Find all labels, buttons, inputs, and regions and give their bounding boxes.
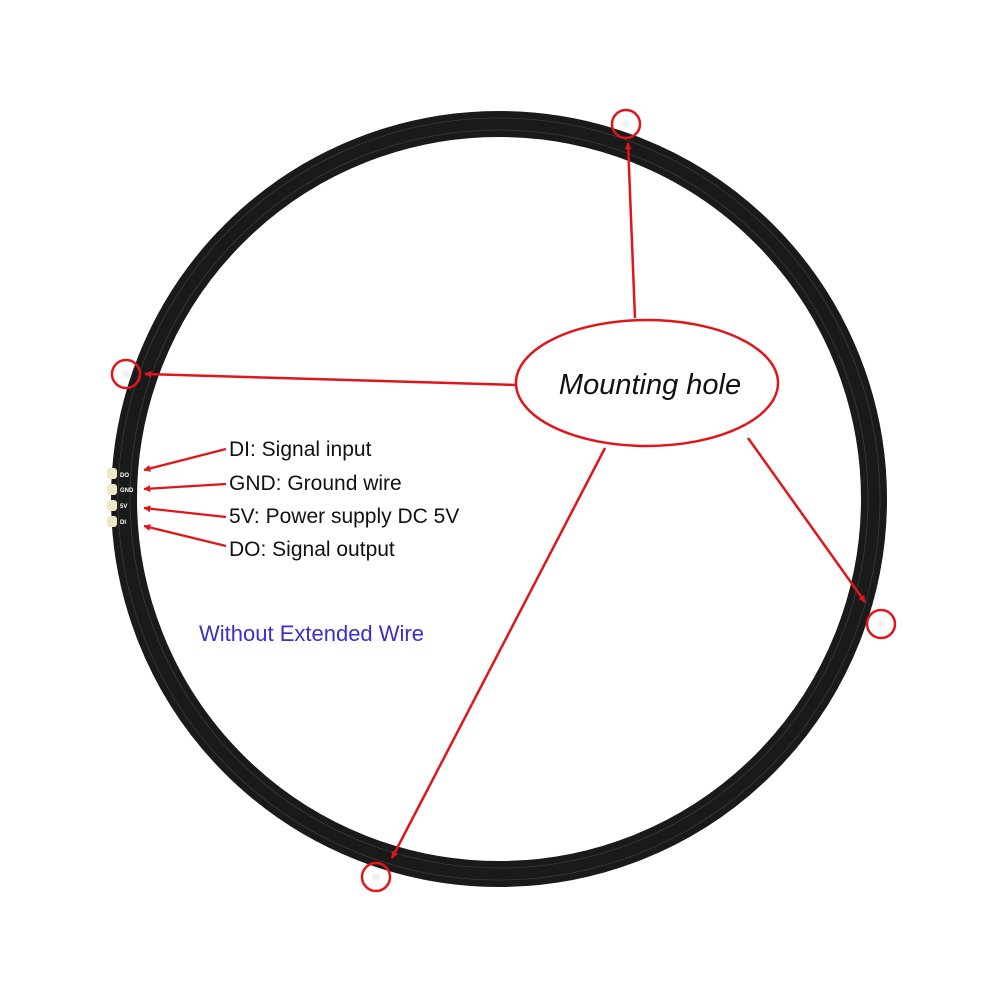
note-without-extended-wire: Without Extended Wire	[199, 621, 424, 646]
pad-4	[107, 516, 117, 527]
arrow-to-bottom-hole	[390, 447, 607, 859]
pad-label-2: GND	[120, 488, 134, 494]
pin-colon-do: :	[261, 538, 273, 561]
pin-name-do: DO	[229, 538, 261, 561]
mounting-hole-top	[610, 108, 642, 140]
pin-label-5v: 5V: Power supply DC 5V	[229, 505, 459, 528]
pad-3	[107, 500, 117, 511]
mounting-hole-bottom	[360, 861, 392, 893]
callout-label: Mounting hole	[559, 369, 741, 401]
pin-arrows	[143, 447, 227, 548]
pin-colon-di: :	[250, 438, 262, 461]
pin-colon-gnd: :	[276, 472, 288, 495]
hole-bottom-marker	[360, 861, 392, 893]
mounting-hole-right	[865, 608, 897, 640]
pin-desc-di: Signal input	[262, 438, 372, 461]
callout-ellipse	[514, 318, 780, 448]
pin-label-do: DO: Signal output	[229, 538, 395, 561]
ring-trace	[129, 129, 869, 869]
hole-left-dot	[122, 370, 130, 378]
hole-top-dot	[622, 120, 630, 128]
callout-arrows	[144, 142, 867, 859]
pin-colon-5v: :	[254, 505, 266, 528]
mounting-hole-left	[110, 358, 142, 390]
pcb-ring	[111, 111, 887, 887]
pad-2	[107, 484, 117, 495]
pin-label-gnd: GND: Ground wire	[229, 472, 402, 495]
pin-desc-5v: Power supply DC 5V	[266, 505, 460, 528]
pin-name-5v: 5V	[229, 505, 255, 528]
pin-name-di: DI	[229, 438, 250, 461]
ring-body	[111, 111, 887, 887]
arrow-to-right-hole	[746, 437, 867, 603]
pad-label-4: DI	[120, 520, 126, 526]
pin-label-di: DI: Signal input	[229, 438, 372, 461]
mounting-hole-callout: Mounting hole	[514, 318, 780, 448]
arrow-pin-gnd	[143, 482, 227, 493]
solder-pads: DO GND 5V DI	[107, 468, 134, 527]
hole-bottom-dot	[372, 873, 380, 881]
arrow-to-left-hole	[144, 370, 518, 387]
pin-labels: DI: Signal input GND: Ground wire 5V: Po…	[229, 438, 459, 561]
mounting-holes	[110, 108, 897, 893]
arrow-pin-do	[143, 524, 227, 548]
hole-right-dot	[877, 620, 885, 628]
pad-label-1: DO	[120, 473, 129, 479]
ring-trace-outer	[117, 117, 881, 881]
hole-top-marker	[610, 108, 642, 140]
pad-1	[107, 468, 117, 479]
arrow-pin-5v	[143, 505, 227, 519]
hole-left-marker	[110, 358, 142, 390]
pin-desc-gnd: Ground wire	[287, 472, 401, 495]
arrow-to-top-hole	[624, 142, 637, 319]
pin-name-gnd: GND	[229, 472, 276, 495]
pin-desc-do: Signal output	[272, 538, 395, 561]
pad-label-3: 5V	[120, 504, 127, 510]
hole-right-marker	[865, 608, 897, 640]
arrow-pin-di	[143, 447, 227, 472]
